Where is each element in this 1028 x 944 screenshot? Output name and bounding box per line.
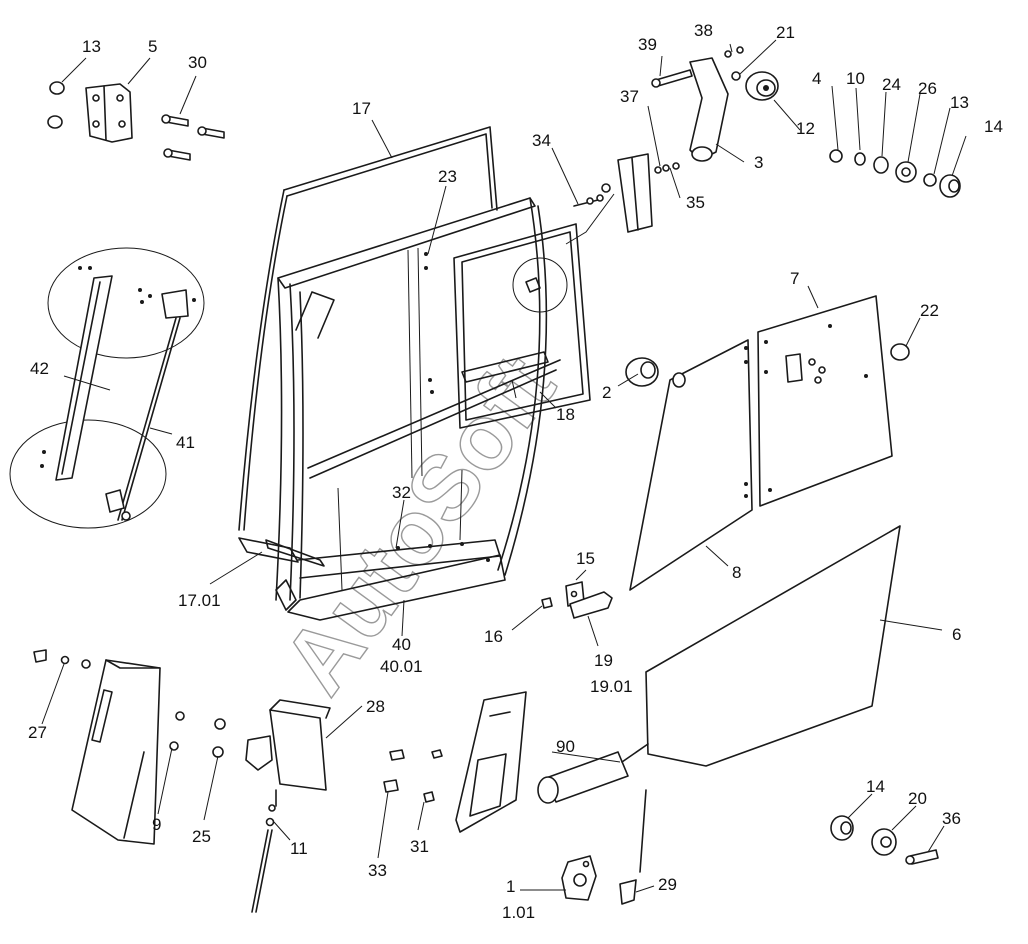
callout-39: 39 <box>638 35 657 54</box>
callout-7: 7 <box>790 269 799 288</box>
callout-22: 22 <box>920 301 939 320</box>
catch-15-16-19 <box>541 581 613 619</box>
strip-42-rod-41 <box>9 247 205 529</box>
callout-labels: 13 5 30 17 23 39 38 21 4 10 24 26 13 14 … <box>28 21 1003 922</box>
latch-bracket <box>573 153 680 233</box>
plug-22 <box>890 343 910 361</box>
callout-6: 6 <box>952 625 961 644</box>
callout-19-01: 19.01 <box>590 677 633 696</box>
callout-25: 25 <box>192 827 211 846</box>
callout-11: 11 <box>290 839 308 858</box>
callout-40-01: 40.01 <box>380 657 423 676</box>
door-frame <box>265 197 561 621</box>
fasteners-right <box>829 149 961 198</box>
callout-30: 30 <box>188 53 207 72</box>
callout-37: 37 <box>620 87 639 106</box>
bolts-30 <box>161 114 225 161</box>
callout-12: 12 <box>796 119 815 138</box>
callout-4: 4 <box>812 69 821 88</box>
callout-29: 29 <box>658 875 677 894</box>
callout-23: 23 <box>438 167 457 186</box>
callout-13: 13 <box>82 37 101 56</box>
lock-housing-28 <box>245 699 331 913</box>
callout-27: 27 <box>28 723 47 742</box>
callout-15: 15 <box>576 549 595 568</box>
callout-14-bottom: 14 <box>866 777 885 796</box>
callout-38: 38 <box>694 21 713 40</box>
hinge-5 <box>47 81 133 143</box>
callout-40: 40 <box>392 635 411 654</box>
callout-17-01: 17.01 <box>178 591 221 610</box>
panel-center <box>455 691 527 833</box>
screws-31-33 <box>383 749 443 803</box>
callout-2: 2 <box>602 383 611 402</box>
door-seal-17 <box>238 126 498 563</box>
glass-panel-8 <box>629 339 753 591</box>
callout-42: 42 <box>30 359 49 378</box>
callout-34: 34 <box>532 131 551 150</box>
window-18 <box>453 223 591 429</box>
callout-5: 5 <box>148 37 157 56</box>
callout-28: 28 <box>366 697 385 716</box>
callout-33: 33 <box>368 861 387 880</box>
callout-18: 18 <box>556 405 575 424</box>
handle-90 <box>537 743 649 804</box>
callout-14-top: 14 <box>984 117 1003 136</box>
callout-36: 36 <box>942 809 961 828</box>
knob-2 <box>625 357 659 387</box>
callout-24: 24 <box>882 75 901 94</box>
callout-19: 19 <box>594 651 613 670</box>
callout-16: 16 <box>484 627 503 646</box>
nuts-9-25 <box>169 711 226 758</box>
callout-9: 9 <box>152 815 161 834</box>
knob-12 <box>745 71 779 101</box>
callout-10: 10 <box>846 69 865 88</box>
leader-lines <box>41 39 967 893</box>
lever-3 <box>651 46 744 162</box>
glass-panel-7 <box>757 295 893 507</box>
fasteners-bottom-right <box>830 815 939 865</box>
callout-8: 8 <box>732 563 741 582</box>
callout-13-right: 13 <box>950 93 969 112</box>
callout-17: 17 <box>352 99 371 118</box>
callout-31: 31 <box>410 837 429 856</box>
callout-90: 90 <box>556 737 575 756</box>
callout-20: 20 <box>908 789 927 808</box>
callout-35: 35 <box>686 193 705 212</box>
callout-32: 32 <box>392 483 411 502</box>
glass-panel-6 <box>645 525 901 767</box>
callout-41: 41 <box>176 433 195 452</box>
callout-1: 1 <box>506 877 515 896</box>
callout-3: 3 <box>754 153 763 172</box>
callout-26: 26 <box>918 79 937 98</box>
watermark: AutoSoft <box>264 338 575 712</box>
callout-1-01: 1.01 <box>502 903 535 922</box>
callout-21: 21 <box>776 23 795 42</box>
panel-27 <box>33 649 161 845</box>
latch-1 <box>561 789 647 905</box>
